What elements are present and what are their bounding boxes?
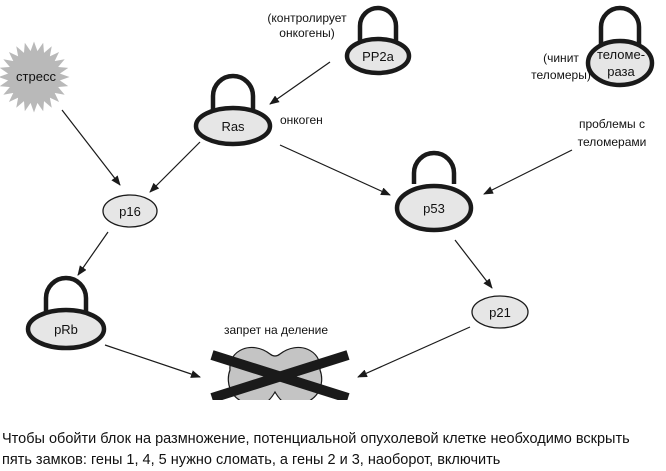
p21-node: p21 bbox=[471, 295, 529, 329]
stress-node: стресс bbox=[0, 41, 70, 113]
arrow-ras-to-p16 bbox=[149, 141, 201, 193]
arrow-prb-to-block bbox=[104, 344, 201, 378]
p53-lock: p53 bbox=[394, 150, 474, 233]
telomerase-note-line2: теломеры) bbox=[531, 68, 591, 82]
p21-label: p21 bbox=[489, 305, 511, 320]
arrow-telomere-problems-to-p53 bbox=[483, 149, 573, 195]
pp2a-shackle bbox=[357, 5, 399, 42]
p16-body bbox=[102, 194, 158, 228]
arrow-p53-to-p21 bbox=[454, 239, 493, 289]
division-block bbox=[210, 346, 350, 400]
p53-label: p53 bbox=[423, 201, 445, 216]
p16-label: p16 bbox=[119, 204, 141, 219]
block-note: запрет на деление bbox=[224, 323, 328, 337]
prb-shackle bbox=[43, 275, 89, 314]
telomere-problems-note-line1: проблемы с bbox=[579, 117, 645, 131]
telomerase-note-line1: (чинит bbox=[543, 51, 579, 65]
block-cross-line-2 bbox=[210, 350, 350, 400]
telomerase-label-line2: раза bbox=[607, 64, 635, 79]
pp2a-label: PP2a bbox=[362, 49, 395, 64]
arrow-stress-to-p16 bbox=[61, 109, 121, 186]
telomerase-label-line1: теломе- bbox=[597, 47, 645, 62]
pp2a-lock: PP2a bbox=[344, 5, 412, 76]
p21-body bbox=[471, 295, 529, 329]
pp2a-body bbox=[344, 36, 412, 76]
prb-label: pRb bbox=[54, 322, 78, 337]
ras-lock: Ras bbox=[193, 73, 273, 147]
arrow-p16-to-prb bbox=[77, 231, 109, 276]
telomerase-body bbox=[585, 38, 655, 88]
telomerase-lock: теломе- раза bbox=[585, 5, 655, 88]
arrow-p21-to-block bbox=[357, 326, 471, 378]
telomerase-shackle bbox=[598, 5, 642, 44]
p16-node: p16 bbox=[102, 194, 158, 228]
arrow-ras-to-p53 bbox=[279, 144, 391, 196]
pp2a-note-line2: онкогены) bbox=[279, 26, 334, 40]
pp2a-note-line1: (контролирует bbox=[267, 11, 347, 25]
caption-line-1: Чтобы обойти блок на размножение, потенц… bbox=[2, 431, 630, 447]
ras-label: Ras bbox=[221, 119, 245, 134]
caption-line-2: пять замков: гены 1, 4, 5 нужно сломать,… bbox=[2, 452, 501, 468]
prb-lock: pRb bbox=[25, 275, 107, 351]
ras-note: онкоген bbox=[280, 113, 323, 127]
p53-shackle bbox=[411, 150, 457, 184]
caption: Чтобы обойти блок на размножение, потенц… bbox=[2, 429, 666, 471]
arrows bbox=[61, 61, 573, 378]
ras-shackle bbox=[210, 73, 256, 112]
stress-burst-shape bbox=[0, 41, 70, 113]
telomere-problems-note-line2: теломерами bbox=[578, 135, 647, 149]
signaling-diagram: стресс PP2a теломе- раза Ras p16 p53 pRb bbox=[0, 5, 655, 400]
stress-label: стресс bbox=[16, 69, 56, 84]
p53-body bbox=[394, 183, 474, 233]
ras-body bbox=[193, 105, 273, 147]
arrow-pp2a-to-ras bbox=[269, 61, 331, 105]
prb-body bbox=[25, 307, 107, 351]
